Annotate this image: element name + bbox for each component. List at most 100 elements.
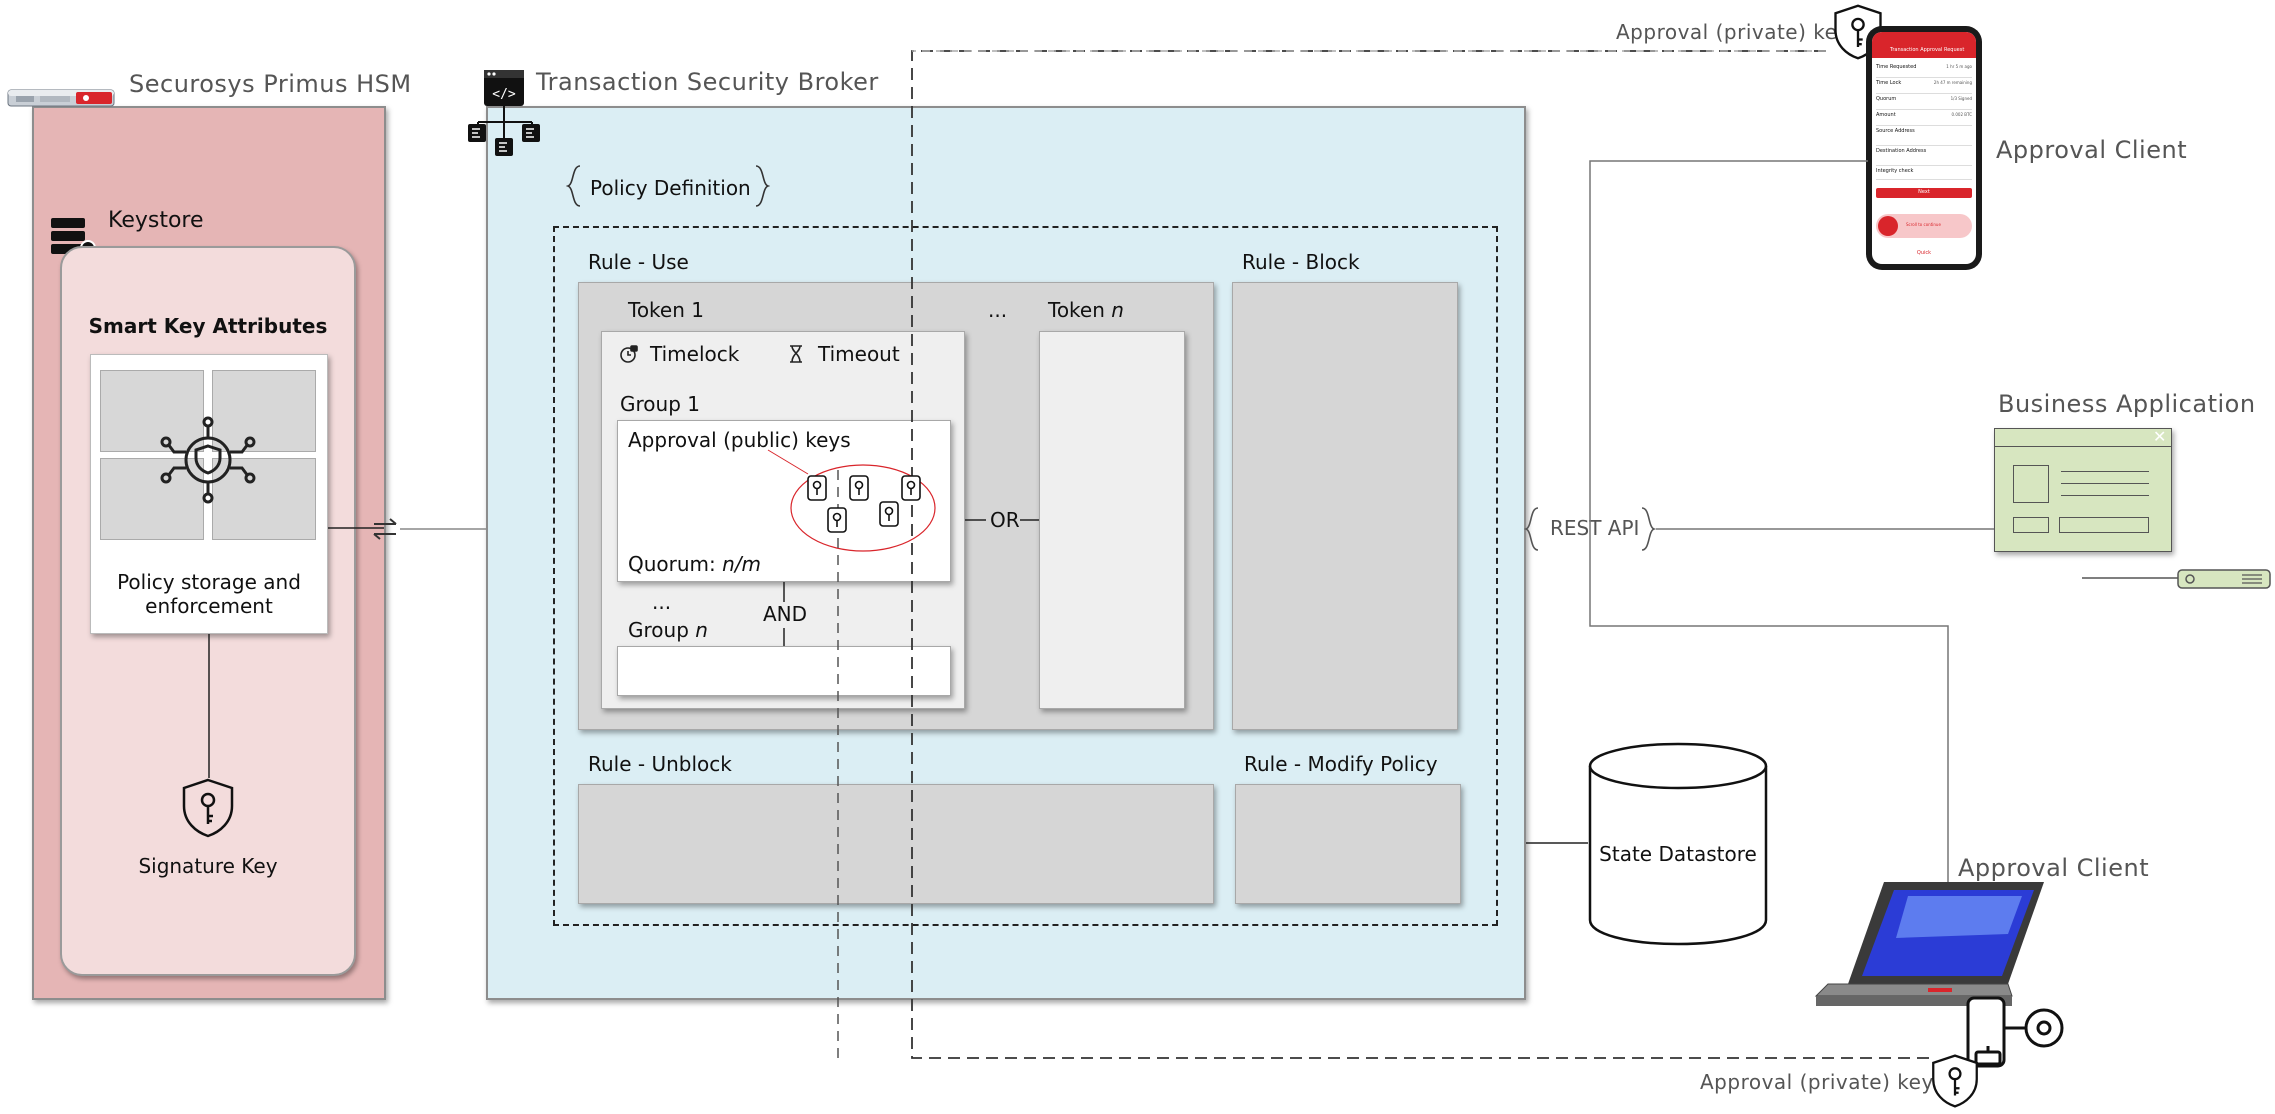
phone-row: Source Address (1876, 128, 1972, 146)
group-n-label: Group n (628, 618, 708, 642)
phone-row-label: Integrity check (1876, 168, 1914, 174)
key-card-icon (826, 506, 848, 534)
approval-public-keys-label: Approval (public) keys (628, 428, 851, 452)
hourglass-icon (788, 344, 804, 364)
window-text-line (2061, 495, 2149, 496)
phone-row: Destination Address (1876, 148, 1972, 166)
window-text-line (2061, 483, 2149, 484)
rule-unblock-label: Rule - Unblock (588, 752, 732, 776)
shield-key-icon (176, 776, 240, 840)
group-ellipsis: ... (652, 590, 672, 614)
phone-row-value: 0.002 BTC (1951, 112, 1972, 117)
key-card-icon (806, 474, 828, 502)
phone-row-label: Time Requested (1876, 64, 1917, 70)
phone-next-button[interactable]: Next (1876, 188, 1972, 198)
curly-brace-icon (754, 164, 771, 208)
approval-client-laptop-label: Approval Client (1958, 854, 2150, 882)
phone-row: Time Lock 2h 47 m remaining (1876, 80, 1972, 94)
rule-block-label: Rule - Block (1242, 250, 1360, 274)
exchange-arrows-icon (370, 516, 400, 542)
key-card-icon (848, 474, 870, 502)
rule-modify-area (1235, 784, 1461, 904)
dongle-icon (2082, 564, 2272, 594)
group1-label: Group 1 (620, 392, 700, 416)
approval-private-key-bottom-label: Approval (private) key (1700, 1070, 1934, 1094)
phone-status-pill: Scroll to continue (1876, 214, 1972, 238)
quorum-label: Quorum: n/m (628, 552, 761, 576)
group-n-prefix: Group (628, 618, 696, 642)
policy-storage-line1: Policy storage and (117, 570, 301, 594)
timelock-label: Timelock (650, 342, 740, 366)
signature-key-label: Signature Key (138, 854, 278, 878)
phone-screen: Transaction Approval Request Time Reques… (1872, 32, 1976, 264)
and-label: AND (763, 602, 808, 626)
token-n-prefix: Token (1048, 298, 1112, 322)
phone-row-label: Quorum (1876, 96, 1897, 102)
svg-text:</>: </> (492, 87, 516, 102)
broker-title: Transaction Security Broker (536, 68, 879, 96)
or-label: OR (990, 508, 1020, 532)
smart-key-attributes-title: Smart Key Attributes (88, 314, 328, 338)
phone-row-label: Time Lock (1876, 80, 1902, 86)
business-app-window: ✕ (1994, 427, 2172, 552)
phone-icon[interactable]: Transaction Approval Request Time Reques… (1866, 26, 1982, 270)
smart-key-tile (100, 458, 204, 540)
token-n-var: n (1111, 298, 1124, 322)
rule-use-label: Rule - Use (588, 250, 689, 274)
window-input-field (2013, 517, 2049, 533)
rule-modify-label: Rule - Modify Policy (1244, 752, 1438, 776)
phone-header-title: Transaction Approval Request (1890, 47, 1965, 53)
hsm-title: Securosys Primus HSM (129, 70, 412, 98)
phone-row-label: Amount (1876, 112, 1896, 118)
policy-storage-line2: enforcement (145, 594, 273, 618)
approval-private-key-top-label: Approval (private) key (1616, 20, 1850, 44)
smart-key-tile (212, 370, 316, 452)
laptop-icon[interactable] (1812, 878, 2052, 1010)
token-n-label: Token n (1048, 298, 1124, 322)
phone-row: Quorum 1/3 Signed (1876, 96, 1972, 110)
close-icon[interactable]: ✕ (2153, 427, 2167, 446)
key-icon (1960, 992, 2070, 1072)
phone-row: Time Requested 1 hr 5 m ago (1876, 64, 1972, 78)
business-application-label: Business Application (1998, 390, 2256, 418)
phone-footer: Quick (1916, 250, 1932, 256)
hsm-device-icon (6, 86, 118, 112)
shield-network-icon (158, 410, 258, 510)
group-n-card (617, 646, 951, 696)
phone-row-value: 2h 47 m remaining (1933, 80, 1972, 85)
window-text-line (2061, 471, 2149, 472)
key-card-icon (900, 474, 922, 502)
phone-row-value: 1 hr 5 m ago (1946, 64, 1972, 69)
token1-label: Token 1 (628, 298, 704, 322)
timelock-icon (619, 344, 639, 364)
window-titlebar (1995, 429, 2171, 447)
phone-status-dot (1878, 216, 1898, 236)
phone-row: Amount 0.002 BTC (1876, 112, 1972, 126)
rule-block-area (1232, 282, 1458, 730)
quorum-value: n/m (722, 552, 762, 576)
phone-header: Transaction Approval Request (1872, 32, 1976, 58)
curly-brace-icon (1523, 506, 1540, 552)
window-image-placeholder (2013, 465, 2049, 503)
state-datastore-label: State Datastore (1599, 842, 1757, 866)
smart-key-tile (212, 458, 316, 540)
rule-unblock-area (578, 784, 1214, 904)
phone-status-text: Scroll to continue (1906, 222, 1941, 227)
quorum-prefix: Quorum: (628, 552, 723, 576)
phone-row: Integrity check (1876, 168, 1972, 180)
approval-client-mobile-label: Approval Client (1996, 136, 2188, 164)
broker-code-icon: </> (466, 66, 546, 158)
key-card-icon (878, 500, 900, 528)
shield-key-icon (1926, 1052, 1984, 1110)
token-n-card (1039, 331, 1185, 709)
curly-brace-icon (1640, 506, 1657, 552)
curly-brace-icon (565, 164, 582, 208)
phone-next-label: Next (1918, 189, 1930, 195)
group-n-var: n (695, 618, 708, 642)
phone-row-value: 1/3 Signed (1950, 96, 1972, 101)
window-input-field (2059, 517, 2149, 533)
phone-row-label: Source Address (1876, 128, 1915, 134)
timeout-label: Timeout (818, 342, 900, 366)
phone-row-label: Destination Address (1876, 148, 1927, 154)
smart-key-tile (100, 370, 204, 452)
